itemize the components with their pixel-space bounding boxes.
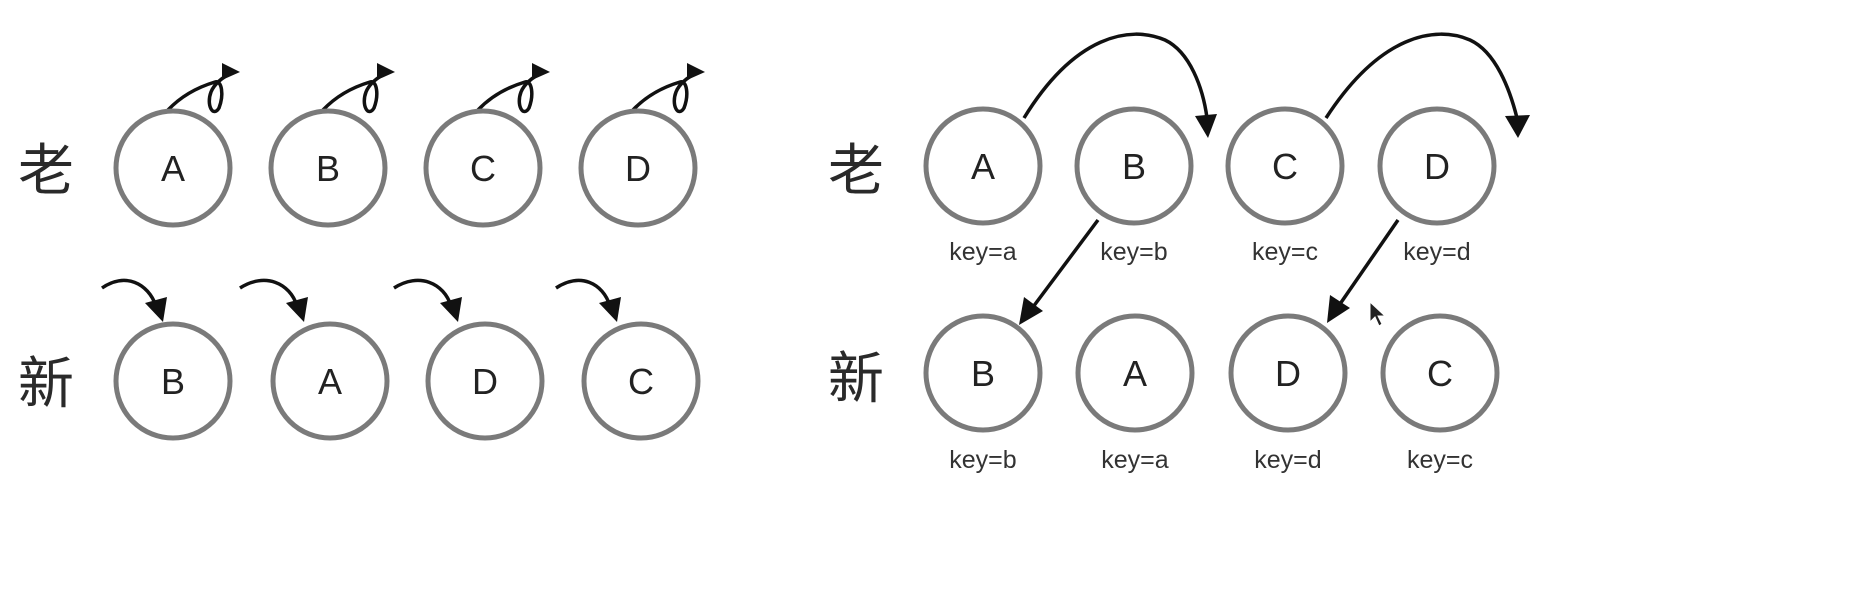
left-old-loop-arrow-4: [631, 63, 705, 114]
right-arc-c-to-e: [1324, 32, 1530, 138]
left-new-node-1: B: [113, 321, 233, 441]
left-new-node-3: D: [425, 321, 545, 441]
left-old-node-1-letter: A: [161, 148, 185, 189]
left-new-node-1-letter: B: [161, 361, 185, 402]
right-old-node-1-letter: A: [971, 146, 995, 187]
right-old-node-4: D key=d: [1377, 106, 1497, 266]
left-new-arrow-1: [101, 278, 167, 322]
right-new-node-3-letter: D: [1275, 353, 1301, 394]
left-old-loop-arrow-3: [476, 63, 550, 114]
right-old-node-3-key: key=c: [1252, 238, 1318, 266]
left-old-node-4-letter: D: [625, 148, 651, 189]
right-new-node-2: A key=a: [1075, 313, 1195, 474]
right-new-node-1: B key=b: [923, 313, 1043, 474]
right-new-node-2-letter: A: [1123, 353, 1147, 394]
left-new-row-label: 新: [18, 352, 74, 417]
left-old-loop-arrow-2: [321, 63, 395, 114]
right-arc-a-to-c: [1022, 32, 1217, 138]
left-old-row-label: 老: [18, 139, 74, 204]
right-old-node-2-key: key=b: [1100, 238, 1167, 266]
left-new-node-4-letter: C: [628, 361, 654, 402]
right-old-node-2-letter: B: [1122, 146, 1146, 187]
right-panel: 老 新 A key=a B key=b C key=c D: [828, 32, 1530, 474]
left-panel: 老 新 A B C: [18, 63, 705, 441]
left-old-node-4: D: [578, 108, 698, 228]
left-new-node-2-letter: A: [318, 361, 342, 402]
left-old-node-1: A: [113, 108, 233, 228]
left-new-node-2: A: [270, 321, 390, 441]
left-old-node-2: B: [268, 108, 388, 228]
right-old-node-1-key: key=a: [949, 238, 1017, 266]
left-new-node-4: C: [581, 321, 701, 441]
right-old-node-2: B key=b: [1074, 106, 1194, 266]
right-new-node-4-key: key=c: [1407, 446, 1473, 474]
left-new-node-3-letter: D: [472, 361, 498, 402]
right-new-node-1-key: key=b: [949, 446, 1016, 474]
right-new-node-3-key: key=d: [1254, 446, 1321, 474]
left-old-node-3-letter: C: [470, 148, 496, 189]
left-new-arrow-4: [555, 278, 621, 322]
right-old-node-1: A key=a: [923, 106, 1043, 266]
mouse-cursor-icon: [1369, 300, 1387, 327]
right-diagonal-d-to-d: [1327, 219, 1400, 323]
right-new-node-1-letter: B: [971, 353, 995, 394]
right-old-row-label: 老: [828, 139, 884, 204]
right-old-node-4-letter: D: [1424, 146, 1450, 187]
left-new-arrow-3: [393, 278, 462, 322]
left-old-node-2-letter: B: [316, 148, 340, 189]
right-new-node-3: D key=d: [1228, 313, 1348, 474]
right-old-node-4-key: key=d: [1403, 238, 1470, 266]
left-new-arrow-2: [239, 278, 308, 322]
right-new-row-label: 新: [828, 347, 884, 412]
right-old-node-3-letter: C: [1272, 146, 1298, 187]
right-new-node-4: C key=c: [1380, 313, 1500, 474]
left-old-loop-arrow-1: [166, 63, 240, 114]
left-old-node-3: C: [423, 108, 543, 228]
right-new-node-4-letter: C: [1427, 353, 1453, 394]
right-new-node-2-key: key=a: [1101, 446, 1169, 474]
right-old-node-3: C key=c: [1225, 106, 1345, 266]
right-diagonal-b-to-b: [1019, 218, 1100, 325]
